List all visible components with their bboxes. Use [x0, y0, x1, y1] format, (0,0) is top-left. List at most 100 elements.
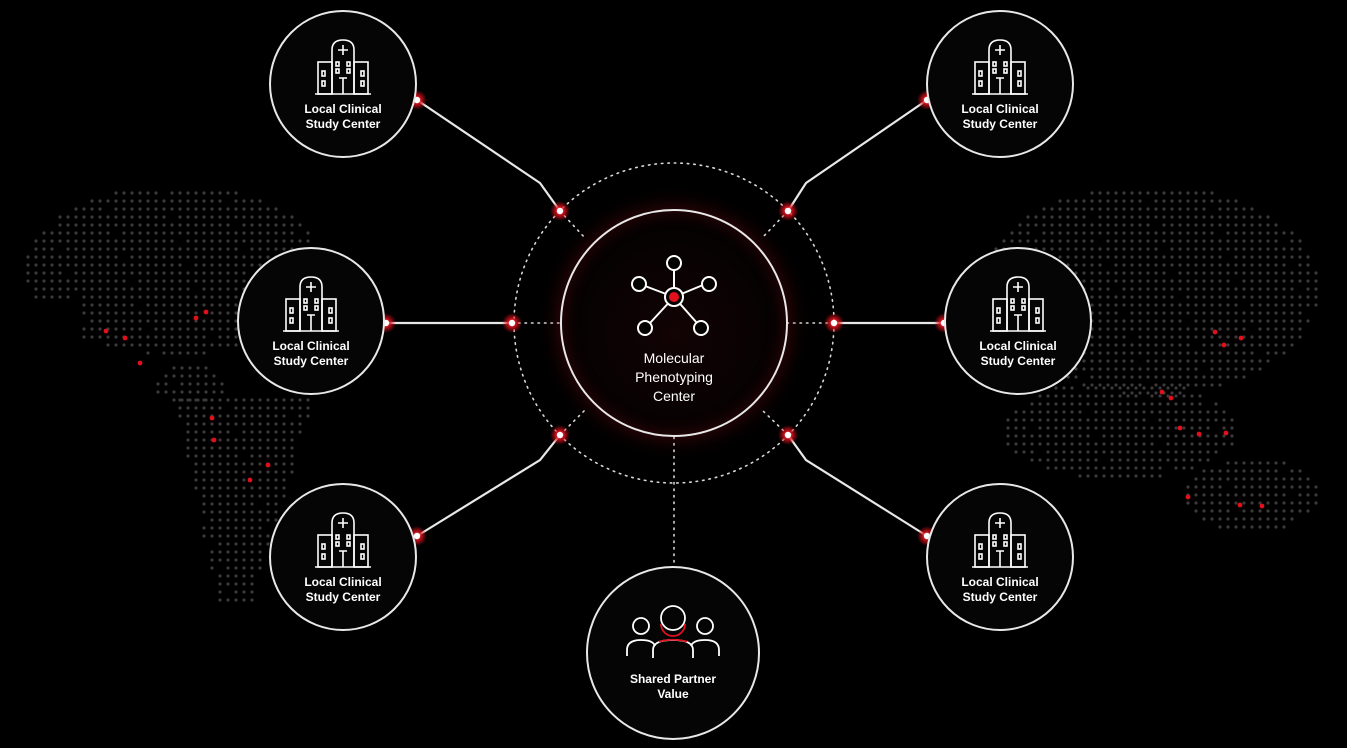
map-dot [146, 223, 150, 227]
map-dot [1114, 303, 1118, 307]
map-dot [122, 263, 126, 267]
map-dot [1178, 359, 1182, 363]
map-dot [242, 542, 246, 546]
map-dot [1218, 303, 1222, 307]
map-dot [1266, 295, 1270, 299]
map-dot [1146, 303, 1150, 307]
map-dot [1158, 410, 1162, 414]
map-dot [156, 382, 160, 386]
map-dot [1146, 335, 1150, 339]
map-dot [1154, 295, 1158, 299]
map-dot [1070, 402, 1074, 406]
map-dot [138, 263, 142, 267]
map-dot [1070, 442, 1074, 446]
map-dot [188, 366, 192, 370]
map-dot [250, 199, 254, 203]
map-dot [178, 191, 182, 195]
map-dot [242, 422, 246, 426]
map-dot [1122, 199, 1126, 203]
map-dot [1146, 191, 1150, 195]
map-dot [1242, 351, 1246, 355]
map-dot [58, 295, 62, 299]
map-dot [1186, 223, 1190, 227]
map-dot [1202, 351, 1206, 355]
map-dot [1114, 327, 1118, 331]
map-dot [218, 319, 222, 323]
map-dot [1098, 367, 1102, 371]
map-dot [146, 303, 150, 307]
map-dot [98, 271, 102, 275]
map-dot [218, 406, 222, 410]
map-dot [1194, 485, 1198, 489]
map-dot [1106, 367, 1110, 371]
map-dot [242, 550, 246, 554]
map-dot [1258, 343, 1262, 347]
map-dot [1266, 247, 1270, 251]
map-dot [1014, 434, 1018, 438]
map-dot [1226, 279, 1230, 283]
map-dot [1314, 271, 1318, 275]
junction-dot [784, 207, 792, 215]
map-dot [1118, 466, 1122, 470]
map-dot [210, 215, 214, 219]
map-dot [1082, 223, 1086, 227]
map-dot [234, 191, 238, 195]
map-dot [1126, 418, 1130, 422]
map-dot [1234, 335, 1238, 339]
map-dot [218, 598, 222, 602]
map-dot [172, 366, 176, 370]
map-dot [1258, 461, 1262, 465]
map-dot [1134, 458, 1138, 462]
map-dot [242, 199, 246, 203]
map-dot [1222, 418, 1226, 422]
map-dot [42, 287, 46, 291]
map-dot [1194, 287, 1198, 291]
map-dot [298, 414, 302, 418]
map-dot [242, 279, 246, 283]
map-dot [74, 255, 78, 259]
map-dot [82, 231, 86, 235]
map-dot [202, 223, 206, 227]
map-dot [1202, 375, 1206, 379]
map-dot [1194, 271, 1198, 275]
map-dot [138, 231, 142, 235]
map-dot [218, 518, 222, 522]
map-dot [1282, 517, 1286, 521]
map-dot [1006, 434, 1010, 438]
map-dot [1106, 335, 1110, 339]
map-dot [218, 454, 222, 458]
map-dot [1266, 343, 1270, 347]
map-dot [1258, 335, 1262, 339]
map-dot [1166, 418, 1170, 422]
map-dot [1290, 311, 1294, 315]
map-dot [234, 550, 238, 554]
map-dot [1250, 509, 1254, 513]
map-dot [1098, 231, 1102, 235]
map-dot [1070, 418, 1074, 422]
map-dot [1026, 239, 1030, 243]
map-dot [1198, 458, 1202, 462]
map-dot [1122, 375, 1126, 379]
map-dot [1054, 442, 1058, 446]
map-dot [1210, 367, 1214, 371]
map-dot [1222, 426, 1226, 430]
map-dot [34, 279, 38, 283]
map-dot [1194, 359, 1198, 363]
map-dot [1178, 287, 1182, 291]
map-dot [1182, 410, 1186, 414]
map-dot [1226, 303, 1230, 307]
map-dot [218, 414, 222, 418]
map-dot [1226, 343, 1230, 347]
map-dot [1250, 207, 1254, 211]
map-dot [130, 255, 134, 259]
map-dot [1242, 319, 1246, 323]
map-dot [1130, 255, 1134, 259]
map-dot [42, 255, 46, 259]
map-dot [210, 303, 214, 307]
map-dot [178, 335, 182, 339]
map-dot [186, 398, 190, 402]
map-dot [298, 422, 302, 426]
map-dot [1226, 215, 1230, 219]
map-dot [1282, 501, 1286, 505]
map-dot [1098, 359, 1102, 363]
